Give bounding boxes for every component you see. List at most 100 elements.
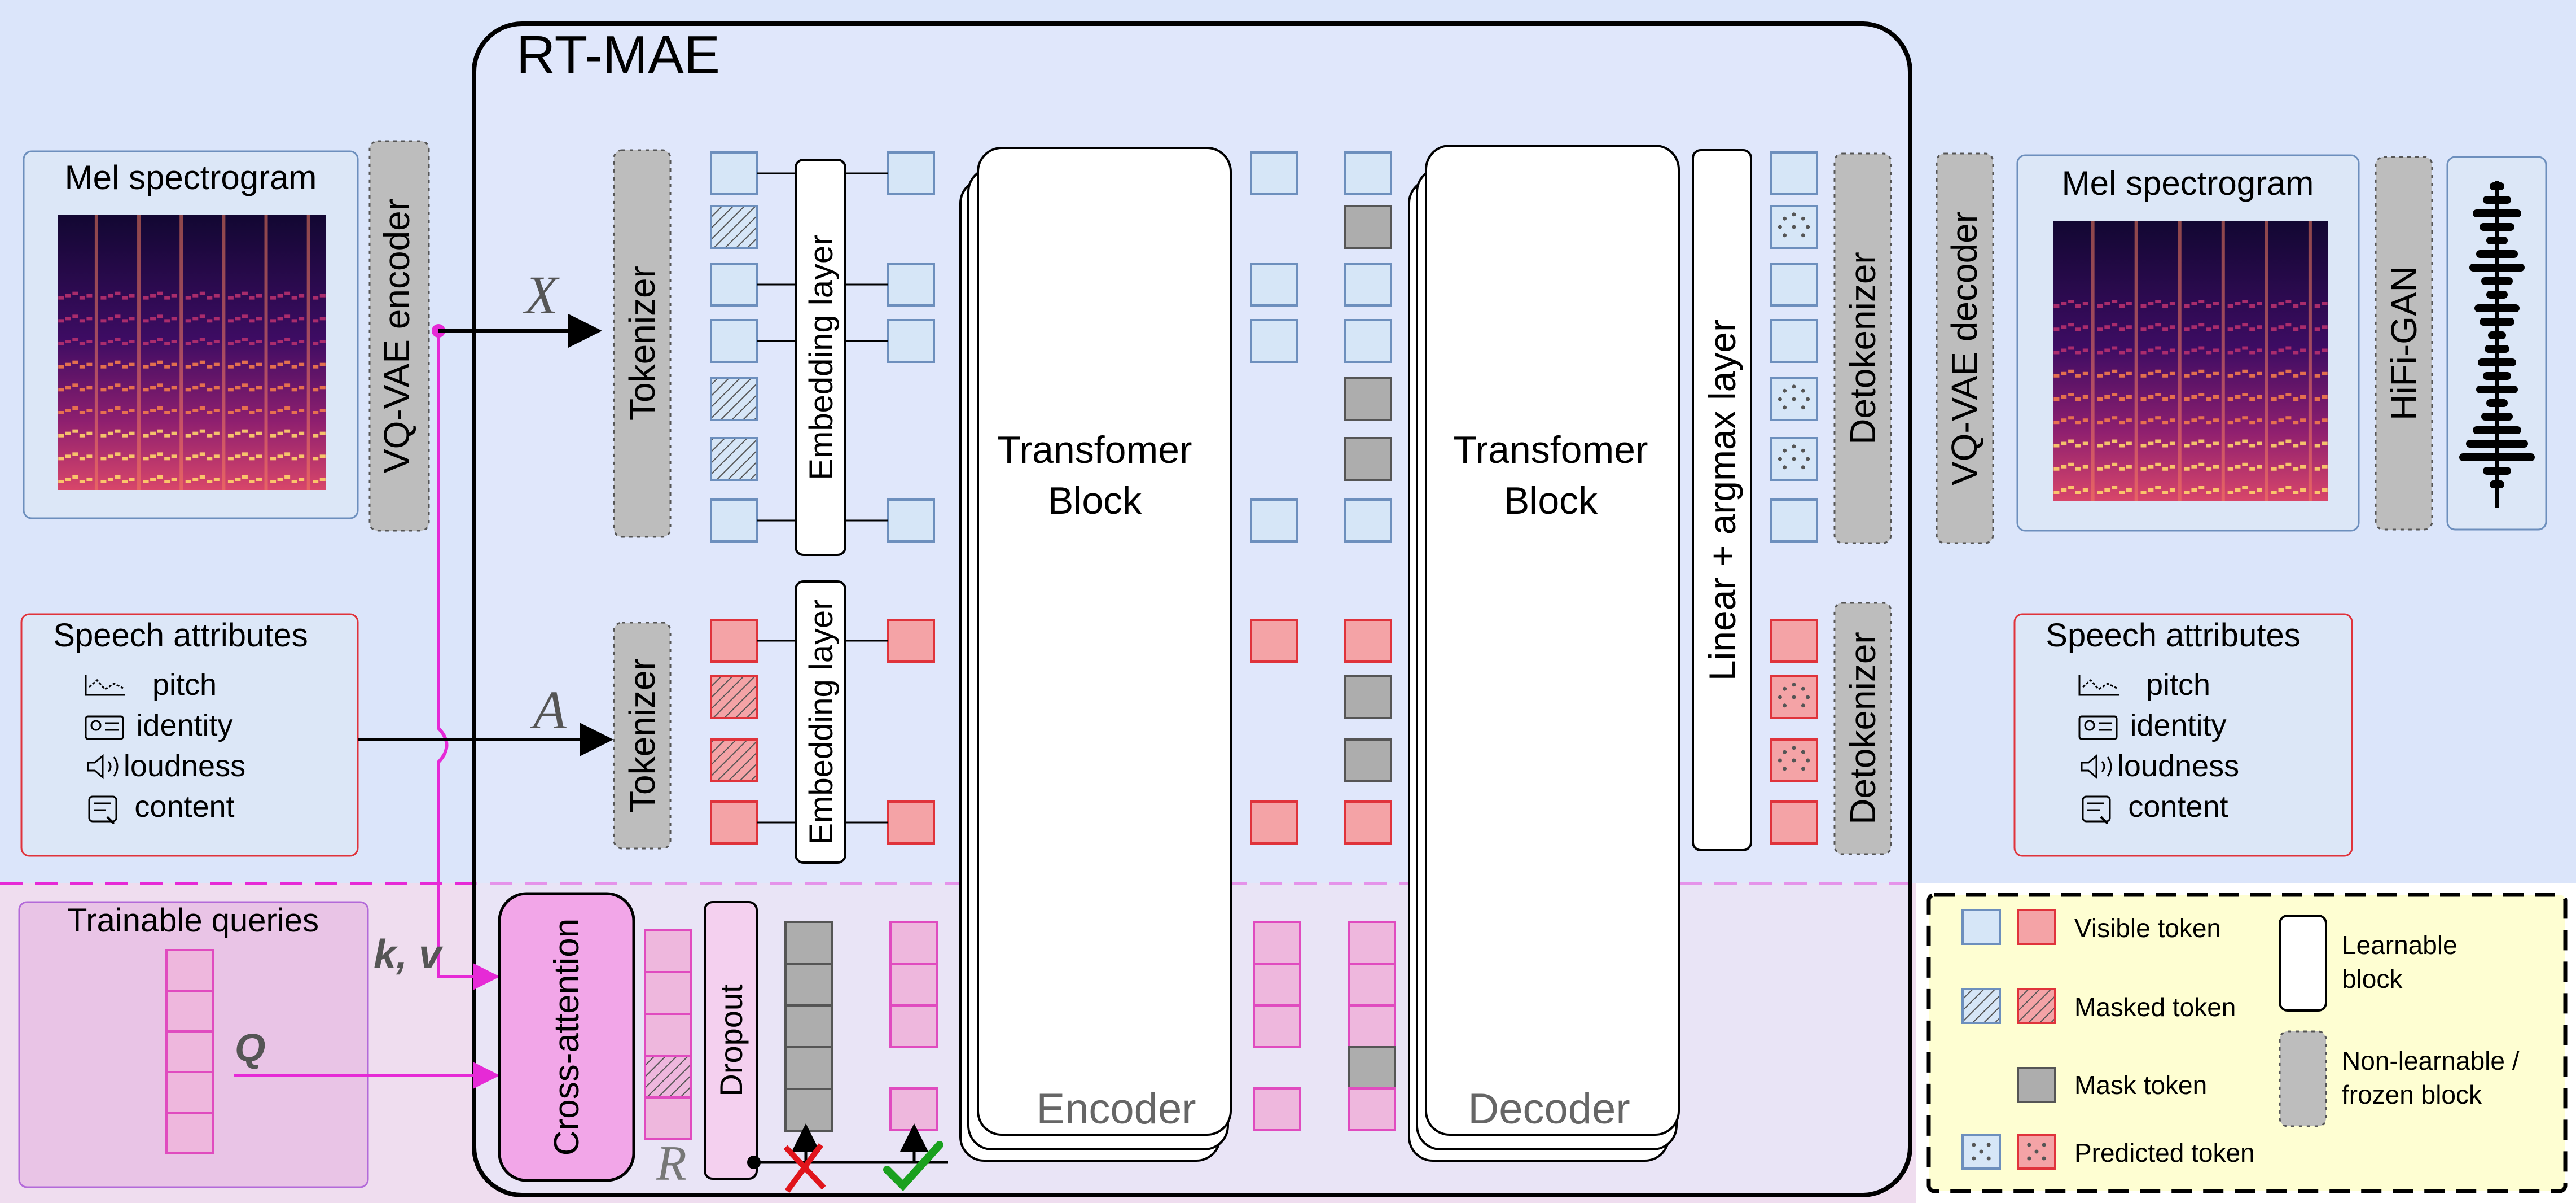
identity-icon	[85, 715, 124, 740]
spectrogram-harmonic	[2075, 421, 2081, 425]
x-input-token	[710, 263, 758, 307]
spectrogram-harmonic	[100, 457, 107, 461]
spectrogram-harmonic	[291, 388, 297, 392]
spectrogram-harmonic	[157, 360, 163, 364]
decoder-block	[1425, 145, 1680, 1136]
spectrogram-harmonic	[107, 317, 113, 321]
vq-encoder-block	[368, 140, 430, 532]
token-dot	[1801, 216, 1805, 221]
spectrogram-harmonic	[122, 411, 128, 414]
token-dot	[1778, 758, 1782, 763]
spectrogram-harmonic	[277, 362, 283, 366]
spectrogram-harmonic	[2293, 491, 2299, 494]
spectrogram-harmonic	[256, 294, 262, 298]
spectrogram-harmonic	[207, 319, 213, 323]
token-dot	[1792, 746, 1796, 750]
decoder-input-token	[1344, 263, 1392, 307]
spectrogram-harmonic	[2257, 325, 2262, 329]
spectrogram-harmonic	[2061, 302, 2067, 305]
embedding-x-block	[795, 159, 846, 556]
token-square	[1344, 263, 1392, 307]
spectrogram-harmonic	[242, 383, 248, 387]
spectrogram-harmonic	[122, 434, 128, 438]
token-square	[710, 437, 758, 481]
spectrogram-harmonic	[2097, 397, 2103, 401]
spectrogram-harmonic	[313, 434, 319, 438]
spectrogram-harmonic	[256, 409, 262, 412]
spectrogram-harmonic	[2162, 304, 2169, 308]
spectrogram-harmonic	[2198, 323, 2205, 327]
pitch-curve	[89, 679, 124, 690]
spectrogram-harmonic	[2075, 444, 2081, 448]
spectrogram-harmonic	[86, 409, 93, 412]
spectrogram-harmonic	[2278, 395, 2284, 399]
spectrogram-harmonic	[2314, 491, 2320, 494]
spectrogram-harmonic	[171, 454, 177, 458]
spectrogram-harmonic	[79, 342, 85, 345]
spectrogram-harmonic	[2191, 465, 2197, 469]
spectrogram-harmonic	[2206, 444, 2212, 448]
spectrogram-harmonic	[2112, 486, 2118, 489]
spectrogram-harmonic	[58, 411, 64, 414]
encoder-r-token	[1253, 1087, 1301, 1131]
spectrogram-harmonic	[277, 478, 283, 481]
spectrogram-harmonic	[299, 454, 305, 458]
spectrogram-harmonic	[2314, 397, 2320, 401]
content-pen	[106, 816, 115, 825]
spectrogram-harmonic	[2285, 346, 2292, 350]
spectrogram-harmonic	[313, 480, 319, 483]
spectrogram-harmonic	[2184, 351, 2190, 355]
spectrogram-harmonic	[157, 291, 163, 295]
attribute-label: pitch	[152, 668, 217, 702]
loudness-icon	[2081, 754, 2112, 780]
token-dot	[1778, 457, 1782, 461]
spectrogram-harmonic	[2126, 325, 2132, 329]
spectrogram-harmonic	[2112, 462, 2118, 466]
spectrogram-column	[2308, 221, 2312, 501]
predicted-a-token	[1770, 800, 1818, 845]
spectrogram-harmonic	[277, 294, 283, 298]
spectrogram-harmonic	[129, 317, 135, 321]
sound-wave	[2107, 756, 2112, 777]
spectrogram-harmonic	[2322, 348, 2328, 352]
predicted-x-token	[1770, 205, 1818, 249]
spectrogram-harmonic	[2293, 397, 2299, 401]
spectrogram-harmonic	[2271, 374, 2277, 378]
spectrogram-harmonic	[2148, 371, 2154, 375]
token-dot	[1801, 388, 1805, 393]
dropout-mask-token	[784, 1004, 833, 1048]
spectrogram-harmonic	[284, 475, 291, 479]
spectrogram-harmonic	[2271, 467, 2277, 471]
spectrogram-harmonic	[2068, 462, 2074, 466]
spectrogram-harmonic	[58, 480, 64, 483]
spectrogram-harmonic	[2235, 418, 2241, 422]
q-label: Q	[235, 1026, 265, 1070]
spectrogram-harmonic	[143, 319, 149, 323]
spectrogram-harmonic	[277, 317, 283, 321]
spectrogram-harmonic	[2213, 465, 2219, 469]
spectrogram-harmonic	[171, 478, 177, 481]
detokenizer-a-label: Detokenizer	[1842, 632, 1883, 825]
spectrogram-harmonic	[192, 340, 199, 343]
spectrogram-harmonic	[2278, 302, 2284, 305]
spectrogram-column	[222, 215, 226, 490]
spectrogram-harmonic	[115, 360, 121, 364]
spectrogram-harmonic	[150, 317, 156, 321]
spectrogram-harmonic	[313, 296, 319, 300]
x-input-token	[710, 319, 758, 363]
spectrogram-harmonic	[143, 411, 149, 414]
spectrogram-harmonic	[2082, 395, 2088, 399]
spectrogram-harmonic	[2322, 302, 2328, 305]
spectrogram-harmonic	[242, 406, 248, 410]
spectrogram-harmonic	[2213, 395, 2219, 399]
queries-title: Trainable queries	[67, 902, 319, 939]
embedding-a-label: Embedding layer	[803, 599, 840, 845]
spectrogram-harmonic	[2155, 462, 2161, 466]
spectrogram-harmonic	[284, 338, 291, 341]
spectrogram-harmonic	[199, 452, 205, 456]
spectrogram-harmonic	[2227, 491, 2233, 494]
spectrogram-harmonic	[227, 296, 234, 300]
token-square	[1344, 437, 1392, 481]
spectrogram-harmonic	[2169, 488, 2175, 492]
